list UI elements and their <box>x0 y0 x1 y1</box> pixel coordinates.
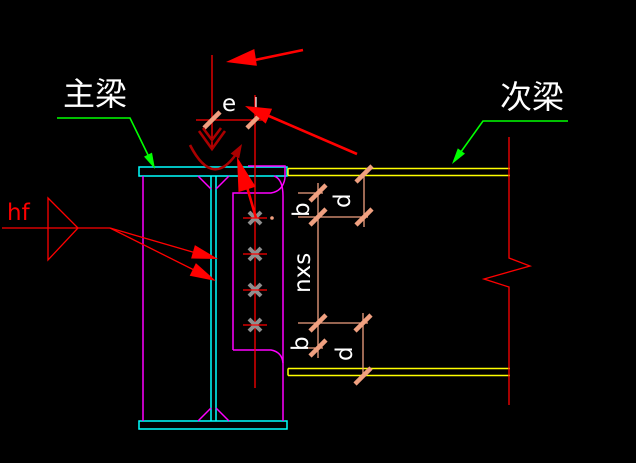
arrow-to-centerline-tail <box>250 50 303 61</box>
arrow-to-rotation-head <box>237 157 256 193</box>
weld-fillet-bottom-left <box>198 408 211 421</box>
arrow-to-bolt-line-tail <box>262 113 357 154</box>
annotation-arrows <box>226 49 357 218</box>
secondary-beam <box>288 169 510 376</box>
rotation-arc <box>190 145 240 169</box>
dim-tick <box>355 368 371 384</box>
dim-text-d-top: d <box>330 193 356 208</box>
down-arrowhead-outer <box>199 131 225 149</box>
weld-fillet-top-left <box>198 176 211 189</box>
dim-text-b-bottom: b <box>288 336 314 351</box>
stray-point <box>270 216 274 220</box>
rotation-symbol <box>190 128 242 169</box>
dim-tick <box>310 340 326 356</box>
secondary-beam-leader-arrowhead <box>452 148 465 164</box>
bolt-marker <box>243 319 267 331</box>
weld-arrow-2-head <box>189 263 216 281</box>
weld-fillet-top-right <box>216 176 229 189</box>
arrow-to-centerline-head <box>226 49 257 66</box>
weld-arrow-2-line <box>110 228 198 272</box>
main-beam-label: 主梁 <box>63 75 127 113</box>
bolt-marker <box>243 284 267 296</box>
main-beam-section <box>139 167 287 429</box>
arrow-to-bolt-line-head <box>245 106 273 124</box>
main-beam-top-flange <box>139 167 287 176</box>
weld-fillet-bottom-right <box>216 408 229 421</box>
dimension-e: e <box>196 91 263 128</box>
main-beam-bottom-flange <box>139 421 287 429</box>
weld-arrow-1-head <box>191 245 218 259</box>
dim-text-d-bottom: d <box>332 346 358 361</box>
main-beam-leader-arrowhead <box>144 152 155 169</box>
dim-tick <box>310 185 326 201</box>
secondary-beam-callout: 次梁 <box>452 78 568 164</box>
main-beam-leader <box>57 118 149 157</box>
dim-tick <box>356 166 372 182</box>
bolt-dimensions: b d nxs b d <box>288 166 372 384</box>
centerlines <box>212 55 530 405</box>
weld-triangle-symbol <box>48 198 78 260</box>
dim-text-b-top: b <box>289 202 315 217</box>
arrow-to-rotation-tail <box>247 187 256 218</box>
bolt-group <box>243 212 274 331</box>
shear-plate-bottom <box>233 350 283 363</box>
weld-arrow-1-line <box>110 228 196 253</box>
rotation-arc-arrowhead <box>230 144 242 159</box>
secondary-beam-end-top <box>248 166 285 178</box>
bolt-marker <box>243 248 267 260</box>
dim-text-e: e <box>222 91 236 117</box>
down-arrowhead-inner <box>203 128 221 140</box>
cope-radius-top <box>274 176 283 196</box>
weld-size-label: hf <box>7 200 31 226</box>
dim-tick <box>310 209 326 225</box>
weld-leader: hf <box>2 198 218 281</box>
dim-tick <box>356 209 372 225</box>
main-beam-callout: 主梁 <box>57 75 155 169</box>
dim-text-nxs: nxs <box>290 253 316 293</box>
secondary-beam-label: 次梁 <box>500 78 564 116</box>
plate-and-edges <box>143 166 285 421</box>
dim-tick <box>204 112 220 128</box>
secondary-beam-leader <box>458 121 568 156</box>
secondary-beam-centerline-with-break <box>484 137 530 405</box>
shear-plate-top <box>233 178 285 350</box>
dim-tick <box>355 315 371 331</box>
dim-tick <box>310 315 326 331</box>
